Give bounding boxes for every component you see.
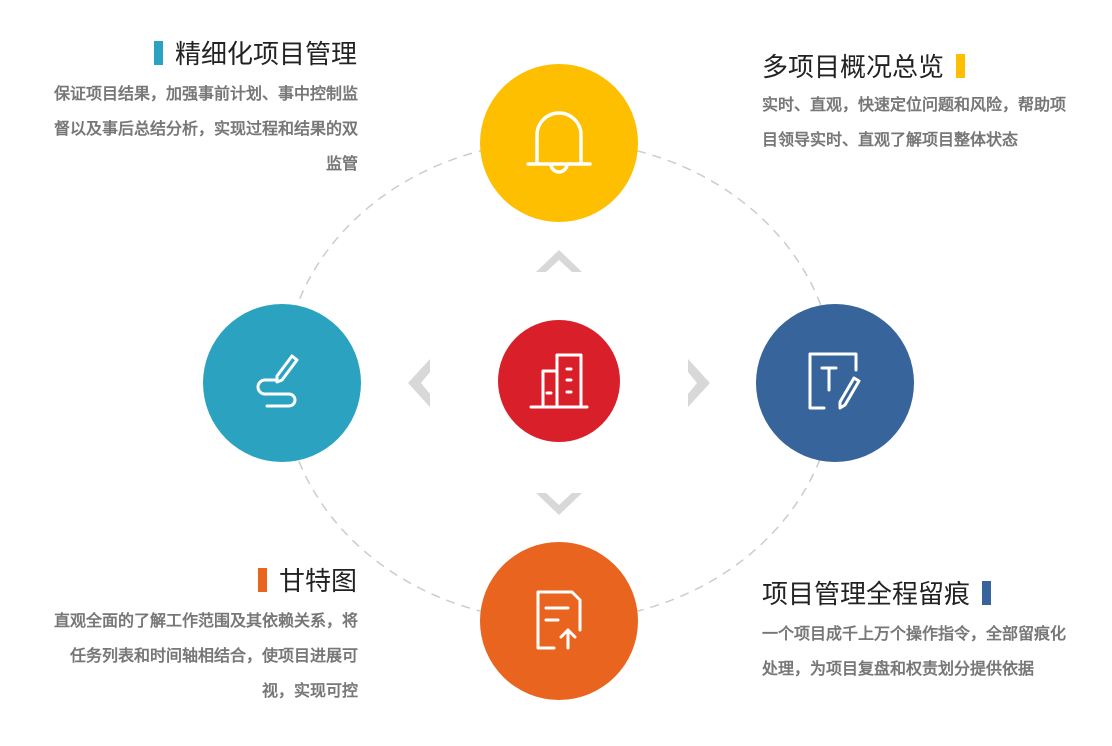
- node-overview[interactable]: [480, 64, 638, 222]
- desc-overview: 实时、直观，快速定位问题和风险，帮助项目领导实时、直观了解项目整体状态: [762, 95, 1067, 149]
- title-overview: 多项目概况总览: [762, 47, 966, 84]
- title-gantt: 甘特图: [257, 561, 357, 598]
- desc-fine-management: 保证项目结果，加强事前计划、事中控制监督以及事后总结分析，实现过程和结果的双监管: [53, 84, 358, 173]
- building-icon: [529, 353, 589, 409]
- title-audit-trail: 项目管理全程留痕: [762, 574, 992, 611]
- bell-icon: [526, 111, 592, 174]
- arrow-down-icon: [536, 493, 582, 515]
- center-node: [498, 320, 620, 442]
- accent-bar: [982, 580, 992, 605]
- text-edit-icon: [808, 352, 861, 410]
- desc-gantt: 直观全面的了解工作范围及其依赖关系，将任务列表和时间轴相结合，使项目进展可视，实…: [53, 611, 358, 700]
- title-text: 多项目概况总览: [762, 53, 945, 83]
- title-text: 甘特图: [278, 567, 357, 597]
- accent-bar: [153, 40, 163, 65]
- node-fine-management[interactable]: [203, 304, 361, 462]
- document-upload-icon: [536, 590, 582, 650]
- arrow-up-icon: [536, 250, 582, 272]
- desc-audit-trail: 一个项目成千上万个操作指令，全部留痕化处理，为项目复盘和权责划分提供依据: [762, 624, 1067, 678]
- signature-icon: [256, 354, 299, 408]
- title-fine-management: 精细化项目管理: [153, 34, 357, 71]
- accent-bar: [257, 567, 267, 592]
- node-audit-trail[interactable]: [756, 304, 914, 462]
- arrow-left-icon: [408, 359, 430, 407]
- arrow-right-icon: [688, 359, 710, 407]
- title-text: 项目管理全程留痕: [762, 580, 971, 610]
- accent-bar: [956, 53, 966, 78]
- title-text: 精细化项目管理: [174, 40, 357, 70]
- node-gantt[interactable]: [480, 542, 638, 700]
